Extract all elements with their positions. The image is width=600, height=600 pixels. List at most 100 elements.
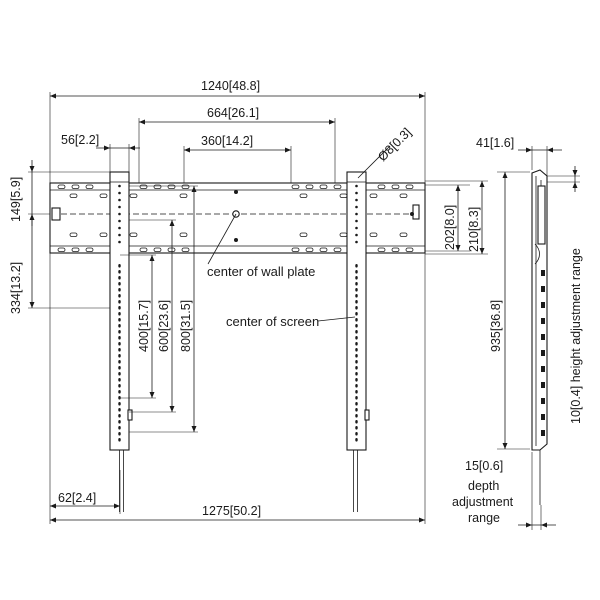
plate-slot-lower — [299, 232, 308, 237]
plate-slot-upper — [99, 193, 108, 198]
right-rail — [346, 171, 370, 512]
plate-slot-bottom — [291, 247, 300, 252]
side-view-marks — [541, 270, 545, 436]
rail-slot — [118, 276, 121, 280]
plate-slot-bottom — [85, 247, 94, 252]
wall-plate — [49, 182, 426, 254]
plate-slot-top — [333, 184, 342, 189]
rail-slot — [355, 354, 358, 358]
plate-slot-bottom — [377, 247, 386, 252]
plate-slot-lower — [339, 232, 348, 237]
rail-slot — [118, 348, 121, 352]
rail-slot — [118, 402, 121, 406]
rail-hole — [355, 240, 358, 244]
rail-slot — [118, 264, 121, 268]
rail-slot — [118, 408, 121, 412]
rail-slot — [118, 366, 121, 370]
dim-rail-offset: 62[2.4] — [58, 491, 96, 505]
rail-slot — [118, 384, 121, 388]
plate-slot-top — [139, 184, 148, 189]
rail-slot — [355, 426, 358, 430]
plate-slot-bottom — [153, 247, 162, 252]
rail-hole — [355, 226, 358, 230]
rail-slot — [355, 402, 358, 406]
rail-hole — [355, 219, 358, 223]
side-tick — [541, 414, 545, 420]
plate-slot-bottom — [57, 247, 66, 252]
plate-slot-bottom — [71, 247, 80, 252]
plate-slot-top — [377, 184, 386, 189]
rail-slot — [118, 372, 121, 376]
dim-plate-height-b: 210[8.3] — [467, 207, 481, 252]
label-center-wall-plate: center of wall plate — [207, 264, 315, 279]
plate-slot-top — [153, 184, 162, 189]
rail-slot — [355, 330, 358, 334]
left-rail — [109, 171, 133, 512]
plate-slot-upper — [369, 193, 378, 198]
wall-plate-outline — [49, 182, 426, 254]
rail-hole — [118, 205, 121, 209]
plate-slot-bottom — [319, 247, 328, 252]
side-view — [531, 169, 548, 505]
plate-slot-upper — [69, 193, 78, 198]
plate-slot-bottom — [305, 247, 314, 252]
rail-slot — [118, 342, 121, 346]
dim-rail-length: 935[36.8] — [489, 300, 503, 352]
side-tick — [541, 382, 545, 388]
plate-slot-top — [57, 184, 66, 189]
dim-depth-top: 41[1.6] — [476, 136, 514, 150]
side-tick — [541, 366, 545, 372]
rail-slot — [118, 312, 121, 316]
rail-slot — [118, 354, 121, 358]
rail-hole — [355, 212, 358, 216]
plate-slot-top — [167, 184, 176, 189]
plate-slot-bottom — [333, 247, 342, 252]
side-tick — [541, 334, 545, 340]
plate-slot-bottom — [391, 247, 400, 252]
rail-hole — [355, 184, 358, 188]
plate-slot-bottom — [167, 247, 176, 252]
rail-slot — [118, 396, 121, 400]
dim-vesa-400: 400[15.7] — [137, 300, 151, 352]
side-tick — [541, 270, 545, 276]
side-tick — [541, 302, 545, 308]
dim-inner-hole-spacing: 360[14.2] — [201, 134, 253, 148]
side-tick — [541, 430, 545, 436]
rail-hole — [118, 198, 121, 202]
rail-slot — [355, 420, 358, 424]
rail-slot — [355, 438, 358, 442]
right-rail-holes — [355, 184, 358, 442]
plate-slot-lower — [369, 232, 378, 237]
rail-slot — [355, 264, 358, 268]
rail-slot — [118, 378, 121, 382]
rail-hole — [118, 233, 121, 237]
rail-hole — [118, 219, 121, 223]
rail-slot — [355, 384, 358, 388]
plate-slot-upper — [179, 193, 188, 198]
plate-slot-bottom — [181, 247, 190, 252]
rail-slot — [355, 372, 358, 376]
rail-slot — [355, 408, 358, 412]
rail-slot — [118, 336, 121, 340]
dim-vesa-600: 600[23.6] — [157, 300, 171, 352]
plate-slot-lower — [179, 232, 188, 237]
dim-center-height: 334[13.2] — [9, 262, 23, 314]
plate-slot-lower — [129, 232, 138, 237]
dim-plate-height-a: 202[8.0] — [443, 205, 457, 250]
rail-slot — [118, 282, 121, 286]
dim-depth-adjust-value: 15[0.6] — [465, 459, 503, 473]
rail-hole — [355, 233, 358, 237]
dim-outer-hole-spacing: 664[26.1] — [207, 106, 259, 120]
dim-overall-width: 1240[48.8] — [201, 79, 260, 93]
rail-slot — [118, 438, 121, 442]
rail-hole — [118, 240, 121, 244]
dim-plate-top-offset: 149[5.9] — [9, 177, 23, 222]
rail-hole — [118, 212, 121, 216]
rail-slot — [355, 276, 358, 280]
rail-slot — [118, 324, 121, 328]
dim-hole-diameter: Ø8[0.3] — [375, 125, 414, 164]
rail-slot — [355, 414, 358, 418]
left-end-block — [51, 207, 61, 221]
rail-slot — [118, 300, 121, 304]
plate-slot-top — [305, 184, 314, 189]
